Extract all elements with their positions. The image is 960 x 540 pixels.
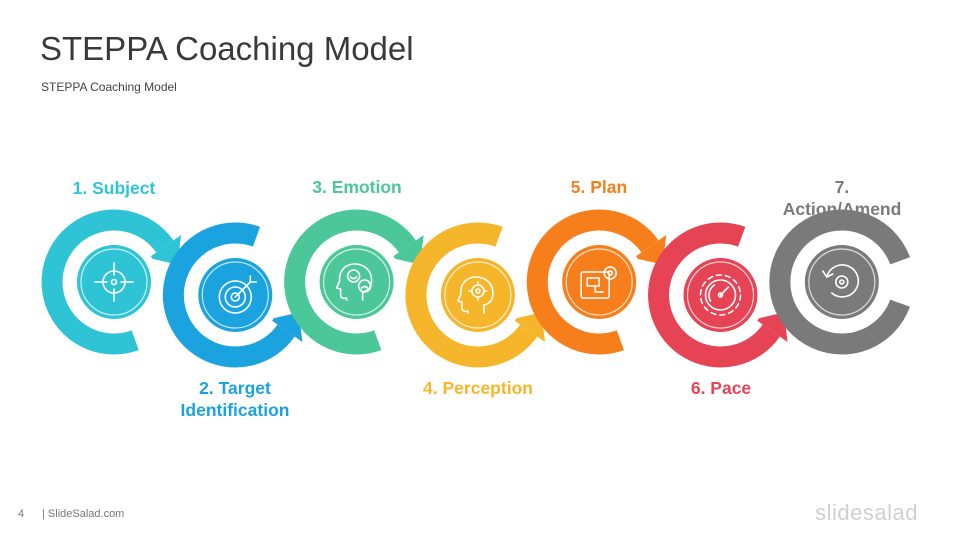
gauge-gear-icon [699, 274, 742, 316]
step-ring-3 [284, 209, 424, 355]
step-ring-2 [162, 222, 303, 368]
brand-logo: slidesalad [815, 500, 918, 525]
step-center-7 [796, 237, 887, 327]
step-center-2 [190, 250, 281, 340]
step-ring-7 [769, 209, 910, 355]
blueprint-plan-icon [580, 266, 618, 299]
step-center-1 [69, 237, 159, 327]
step-ring-6 [648, 222, 788, 368]
step-center-4 [432, 250, 523, 340]
step-center-6 [675, 250, 766, 340]
source-credit: | SlideSalad.com [42, 508, 125, 520]
step-label-4: 4. Perception [423, 378, 533, 398]
page-number: 4 [18, 508, 25, 520]
step-ring-1 [41, 209, 182, 355]
slide-subtitle: STEPPA Coaching Model [41, 80, 177, 94]
step-label-1: 1. Subject [72, 178, 156, 198]
step-label-3: 3. Emotion [312, 177, 402, 197]
step-label-5: 5. Plan [570, 177, 628, 197]
step-center-5 [554, 237, 645, 327]
emotion-head-icon [335, 263, 373, 301]
step-label-6: 6. Pace [690, 378, 752, 398]
target-arrow-icon [218, 275, 258, 314]
crosshair-icon [94, 262, 134, 302]
cycle-gear-icon [821, 264, 860, 298]
head-gear-icon [457, 276, 494, 314]
slide-title: STEPPA Coaching Model [40, 30, 414, 67]
step-ring-4 [405, 222, 545, 368]
step-label-2: 2. Target Identification [180, 378, 290, 420]
step-center-3 [311, 237, 402, 327]
step-label-7: 7. Action/Amend [782, 177, 902, 219]
step-ring-5 [526, 209, 667, 355]
